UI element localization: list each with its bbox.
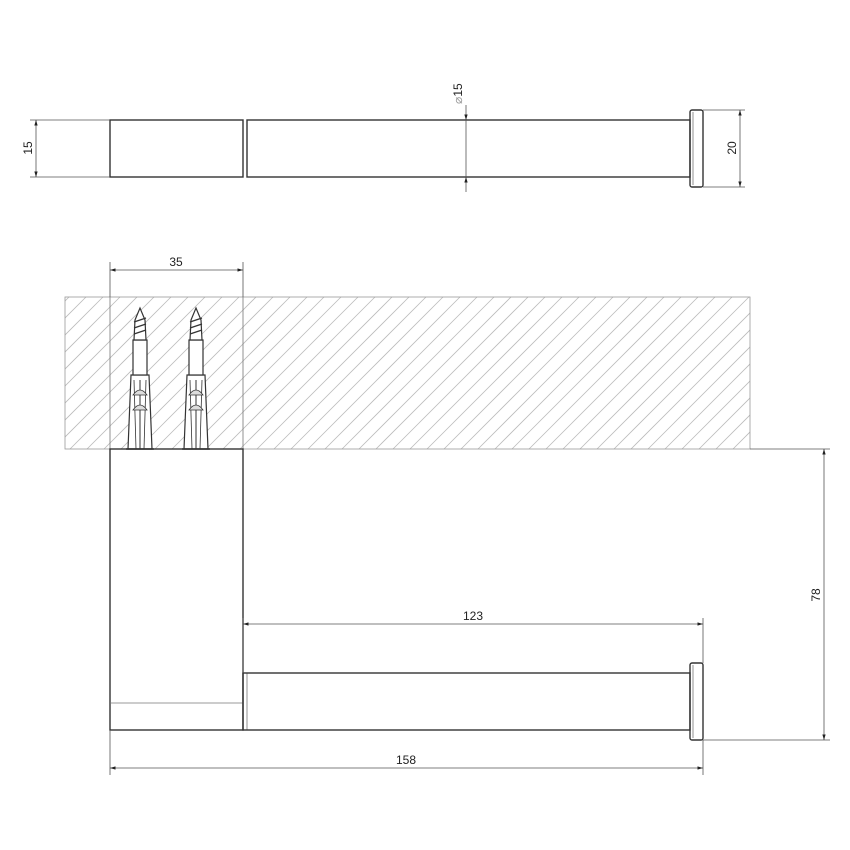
- hatch-line: [835, 297, 850, 449]
- dim-top-height: 15: [21, 141, 35, 155]
- hatch-line: [65, 297, 155, 387]
- hatch-line: [65, 297, 87, 319]
- anchor: [182, 306, 210, 450]
- base-block: [109, 448, 244, 731]
- hatch-line: [511, 297, 665, 449]
- hatch-line: [749, 448, 750, 449]
- hatch-line: [477, 297, 631, 449]
- hatch-line: [358, 297, 512, 449]
- hatch-line: [392, 297, 546, 449]
- hatch-line: [188, 297, 342, 449]
- end-cap: [689, 662, 704, 741]
- top-base-block: [109, 119, 244, 178]
- rod: [242, 672, 691, 731]
- hatch-line: [65, 297, 70, 302]
- hatch-line: [273, 297, 427, 449]
- hatch-line: [0, 297, 52, 449]
- hatch-line: [613, 312, 750, 449]
- hatch-line: [324, 297, 478, 449]
- hatch-line: [65, 297, 206, 438]
- hatch-line: [65, 297, 104, 336]
- hatch-line: [239, 297, 393, 449]
- hatch-line: [767, 297, 850, 449]
- dim-rod-diameter: 15: [451, 83, 465, 97]
- hatch-line: [494, 297, 648, 449]
- hatch-line: [545, 297, 699, 449]
- hatch-line: [579, 297, 733, 449]
- hatch-line: [698, 397, 750, 449]
- hatch-line: [307, 297, 461, 449]
- anchor: [126, 306, 154, 450]
- hatch-line: [256, 297, 410, 449]
- hatch-line: [647, 346, 750, 449]
- dim-height: 78: [809, 588, 823, 602]
- dim-total-length: 158: [396, 753, 416, 767]
- hatch-line: [154, 297, 308, 449]
- top-rod: [246, 119, 691, 178]
- dim-rod-length: 123: [463, 609, 483, 623]
- hatch-line: [86, 297, 240, 449]
- hatch-line: [443, 297, 597, 449]
- hatch-line: [65, 297, 121, 353]
- hatch-line: [818, 297, 850, 449]
- hatch-line: [664, 363, 750, 449]
- hatch-line: [65, 297, 138, 370]
- hatch-line: [596, 297, 750, 449]
- hatch-line: [222, 297, 376, 449]
- hatch-line: [715, 414, 750, 449]
- hatch-line: [375, 297, 529, 449]
- hatch-line: [341, 297, 495, 449]
- dim-base-width: 35: [169, 255, 183, 269]
- hatch-line: [562, 297, 716, 449]
- hatch-line: [528, 297, 682, 449]
- hatch-line: [630, 329, 750, 449]
- hatch-line: [409, 297, 563, 449]
- hatch-line: [103, 297, 257, 449]
- hatch-line: [65, 297, 189, 421]
- top-end-cap: [689, 109, 704, 188]
- top-view: 15 ⌀ 15 20: [21, 83, 745, 192]
- diameter-symbol: ⌀: [451, 97, 465, 104]
- wall-anchors: [126, 306, 210, 450]
- hatch-line: [732, 431, 750, 449]
- dim-cap-diameter: 20: [725, 141, 739, 155]
- hatch-line: [801, 297, 850, 449]
- hatch-line: [784, 297, 850, 449]
- hatch-line: [460, 297, 614, 449]
- hatch-line: [205, 297, 359, 449]
- front-view: 35 123 158 78: [0, 255, 850, 775]
- hatch-line: [137, 297, 291, 449]
- hatch-line: [290, 297, 444, 449]
- hatch-line: [426, 297, 580, 449]
- wall-section: [0, 296, 850, 450]
- hatch-line: [681, 380, 750, 449]
